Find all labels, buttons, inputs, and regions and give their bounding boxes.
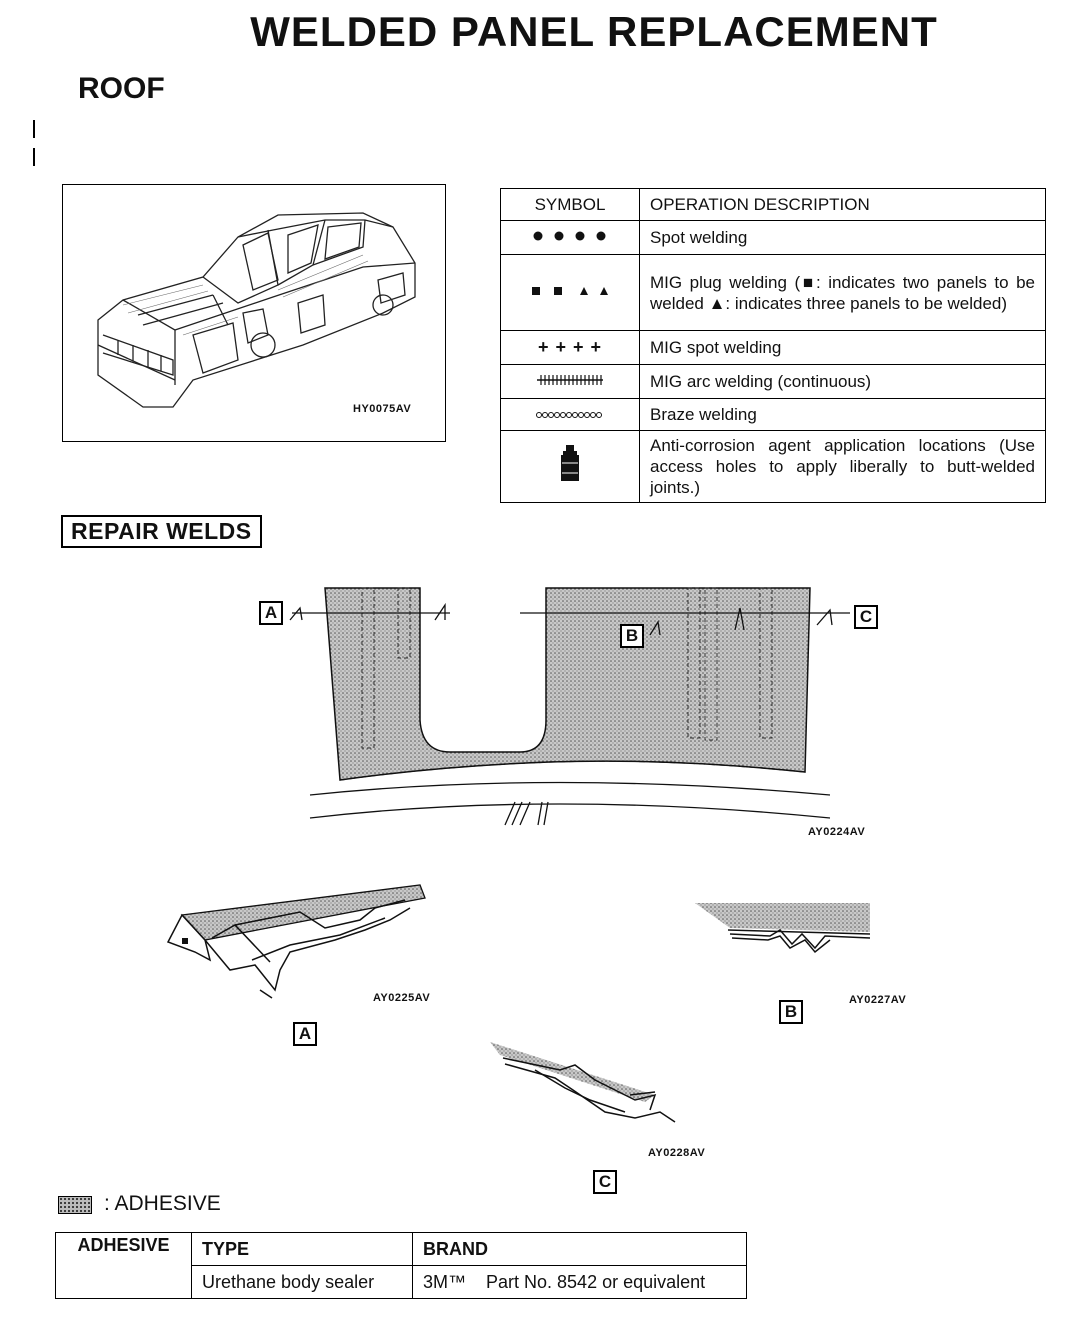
callout-a: A bbox=[259, 601, 283, 625]
figure-code: AY0225AV bbox=[373, 992, 431, 1004]
brand-column-header: BRAND bbox=[412, 1232, 747, 1266]
mig-plug-welding-icon bbox=[500, 254, 640, 331]
detail-c-illustration bbox=[490, 1042, 676, 1123]
adhesive-type-cell: Urethane body sealer bbox=[191, 1265, 413, 1299]
detail-a-label: A bbox=[293, 1022, 317, 1046]
page-title: WELDED PANEL REPLACEMENT bbox=[250, 8, 938, 55]
type-column-header: TYPE bbox=[191, 1232, 413, 1266]
operation-description: MIG arc welding (continuous) bbox=[639, 364, 1046, 399]
operation-description: Anti-corrosion agent application locatio… bbox=[639, 430, 1046, 503]
symbol-column-header: SYMBOL bbox=[500, 188, 640, 221]
revision-bar bbox=[33, 148, 35, 166]
car-body-figure: HY0075AV bbox=[62, 184, 446, 442]
adhesive-column-header: ADHESIVE bbox=[55, 1232, 192, 1299]
figure-code: AY0224AV bbox=[808, 826, 866, 838]
mig-arc-welding-icon bbox=[500, 364, 640, 399]
callout-b: B bbox=[620, 624, 644, 648]
adhesive-table: ADHESIVE TYPE BRAND Urethane body sealer… bbox=[55, 1232, 747, 1299]
detail-b-label: B bbox=[779, 1000, 803, 1024]
adhesive-swatch-icon bbox=[58, 1196, 92, 1214]
adhesive-legend-label: : ADHESIVE bbox=[104, 1192, 221, 1215]
figure-code: AY0228AV bbox=[648, 1147, 706, 1159]
detail-c-label: C bbox=[593, 1170, 617, 1194]
figure-code: AY0227AV bbox=[849, 994, 907, 1006]
operation-description: MIG plug welding (■: indicates two panel… bbox=[639, 254, 1046, 331]
spot-welding-dots-icon bbox=[500, 220, 640, 255]
symbol-table: SYMBOL OPERATION DESCRIPTION Spot weldin… bbox=[500, 188, 1046, 503]
repair-welds-heading: REPAIR WELDS bbox=[61, 515, 262, 548]
car-body-illustration bbox=[97, 212, 416, 408]
figure-code: HY0075AV bbox=[353, 403, 412, 415]
detail-a-illustration bbox=[166, 884, 426, 999]
operation-description: Spot welding bbox=[639, 220, 1046, 255]
callout-c: C bbox=[854, 605, 878, 629]
mig-spot-welding-icon: + + + + bbox=[500, 330, 640, 365]
section-title: ROOF bbox=[78, 72, 165, 105]
operation-description: MIG spot welding bbox=[639, 330, 1046, 365]
description-column-header: OPERATION DESCRIPTION bbox=[639, 188, 1046, 221]
anti-corrosion-icon bbox=[500, 430, 640, 503]
braze-welding-icon bbox=[500, 398, 640, 431]
operation-description: Braze welding bbox=[639, 398, 1046, 431]
adhesive-brand-cell: 3M™ Part No. 8542 or equivalent bbox=[412, 1265, 747, 1299]
revision-bar bbox=[33, 120, 35, 138]
detail-b-illustration bbox=[695, 903, 871, 954]
roof-repair-diagram bbox=[289, 587, 850, 826]
